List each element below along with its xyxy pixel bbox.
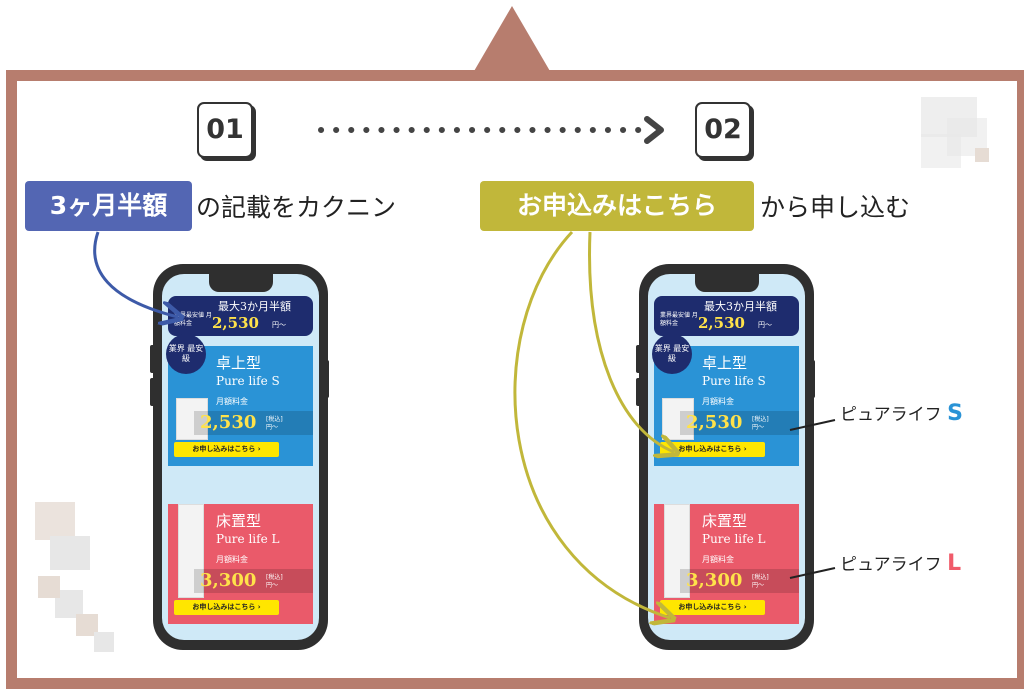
apply-button[interactable]: お申し込みはこちら › [174, 442, 279, 457]
decor-square [94, 632, 114, 652]
step-number-2: 02 [695, 102, 751, 158]
promo-banner: 最大3か月半額 業界最安値 月額料金 2,530 円～ [168, 296, 313, 336]
card-tax: [税込] [266, 574, 283, 581]
promo-unit: 円～ [758, 321, 772, 329]
lowest-price-badge: 業界 最安級 [652, 334, 692, 374]
product-label-l: ピュアライフ L [840, 550, 961, 576]
decor-square [50, 536, 90, 570]
phone-side-button [636, 378, 641, 406]
product-label-text: ピュアライフ [840, 405, 942, 425]
phone-side-button [150, 378, 155, 406]
step-2-connector-s [588, 231, 674, 452]
floor-machine-image [178, 504, 204, 598]
phone-side-button [150, 345, 155, 373]
phone-mockup-2: 最大3か月半額 業界最安値 月額料金 2,530 円～ 業界 最安級 卓上型 P… [639, 264, 814, 650]
product-card-s: 業界 最安級 卓上型 Pure life S 月額料金 2,530 [税込] 円… [652, 334, 799, 466]
card-name: 床置型 [702, 512, 748, 530]
card-price: 2,530 [686, 412, 743, 433]
card-unit: 円～ [266, 424, 279, 431]
card-unit: 円～ [752, 582, 765, 589]
card-unit: 円～ [752, 424, 765, 431]
step-number-1: 01 [197, 102, 253, 158]
apply-button[interactable]: お申し込みはこちら › [660, 600, 765, 615]
card-subtitle: Pure life S [702, 374, 766, 388]
phone-screen: 最大3か月半額 業界最安値 月額料金 2,530 円～ 業界 最安級 卓上型 P… [162, 274, 319, 640]
card-subtitle: Pure life S [216, 374, 280, 388]
apply-button[interactable]: お申し込みはこちら › [660, 442, 765, 457]
decor-square [975, 148, 989, 162]
card-name: 床置型 [216, 512, 262, 530]
card-fee-label: 月額料金 [216, 555, 248, 564]
step-2-connector-l [513, 230, 670, 618]
step-1-tag: 3ヶ月半額 [25, 181, 192, 231]
card-subtitle: Pure life L [216, 532, 280, 546]
apply-button[interactable]: お申し込みはこちら › [174, 600, 279, 615]
step-2-caption: から申し込む [760, 193, 911, 222]
decor-square [921, 134, 961, 168]
step-1-caption: の記載をカクニン [196, 193, 397, 222]
phone-notch [695, 274, 759, 292]
product-size-s: S [947, 401, 963, 426]
step-2-tag: お申込みはこちら [480, 181, 754, 231]
card-fee-label: 月額料金 [702, 555, 734, 564]
product-label-text: ピュアライフ [840, 555, 942, 575]
product-card-l: 床置型 Pure life L 月額料金 3,300 [税込] 円～ お申し込み… [168, 504, 313, 624]
promo-headline: 最大3か月半額 [704, 300, 777, 313]
decor-square [76, 614, 98, 636]
card-price: 2,530 [200, 412, 257, 433]
price-bar [194, 411, 313, 435]
card-unit: 円～ [266, 582, 279, 589]
decor-square [38, 576, 60, 598]
card-price: 3,300 [686, 570, 743, 591]
lowest-price-badge: 業界 最安級 [166, 334, 206, 374]
price-bar [194, 569, 313, 593]
phone-screen: 最大3か月半額 業界最安値 月額料金 2,530 円～ 業界 最安級 卓上型 P… [648, 274, 805, 640]
frame-pointer [470, 6, 554, 78]
promo-price: 2,530 [212, 314, 259, 332]
label-s-leader [789, 419, 836, 431]
tabletop-machine-image [176, 398, 208, 440]
card-subtitle: Pure life L [702, 532, 766, 546]
price-bar [680, 569, 799, 593]
product-label-s: ピュアライフ S [840, 400, 963, 426]
phone-mockup-1: 最大3か月半額 業界最安値 月額料金 2,530 円～ 業界 最安級 卓上型 P… [153, 264, 328, 650]
price-bar [680, 411, 799, 435]
phone-notch [209, 274, 273, 292]
card-tax: [税込] [266, 416, 283, 423]
card-fee-label: 月額料金 [702, 397, 734, 406]
floor-machine-image [664, 504, 690, 598]
phone-side-button [636, 345, 641, 373]
card-tax: [税込] [752, 416, 769, 423]
card-name: 卓上型 [216, 354, 262, 372]
card-tax: [税込] [752, 574, 769, 581]
promo-price: 2,530 [698, 314, 745, 332]
card-price: 3,300 [200, 570, 257, 591]
promo-small-text: 業界最安値 月額料金 [660, 312, 698, 327]
promo-unit: 円～ [272, 321, 286, 329]
label-l-leader [789, 567, 836, 579]
product-card-l: 床置型 Pure life L 月額料金 3,300 [税込] 円～ お申し込み… [654, 504, 799, 624]
dotted-arrow [318, 116, 664, 144]
product-size-l: L [947, 551, 962, 576]
decor-square [35, 502, 75, 540]
card-name: 卓上型 [702, 354, 748, 372]
tabletop-machine-image [662, 398, 694, 440]
promo-banner: 最大3か月半額 業界最安値 月額料金 2,530 円～ [654, 296, 799, 336]
promo-headline: 最大3か月半額 [218, 300, 291, 313]
card-fee-label: 月額料金 [216, 397, 248, 406]
product-card-s: 業界 最安級 卓上型 Pure life S 月額料金 2,530 [税込] 円… [166, 334, 313, 466]
step-1-connector [93, 231, 178, 317]
